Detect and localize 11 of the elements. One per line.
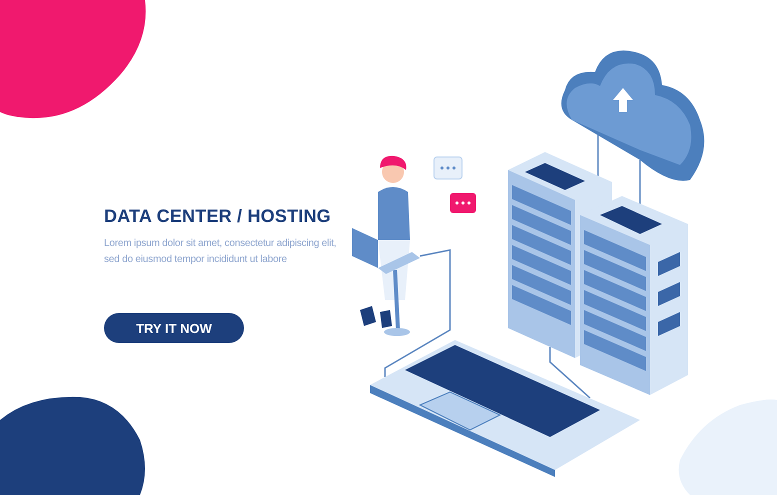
cable: [549, 347, 590, 399]
cloud-drawing: [561, 50, 704, 181]
cable: [639, 160, 641, 204]
heading: DATA CENTER / HOSTING: [104, 206, 331, 227]
cable: [384, 249, 451, 377]
call-to-action-button: TRY IT NOW: [104, 313, 244, 343]
server-rack-drawing: [580, 196, 688, 395]
laptop-drawing: [370, 340, 640, 477]
person-drawing: [352, 156, 420, 336]
cable: [597, 135, 599, 176]
body-text: Lorem ipsum dolor sit amet, consectetur adipiscing elit, sed do eiusmod tempor incididunt ut labore: [104, 237, 338, 267]
